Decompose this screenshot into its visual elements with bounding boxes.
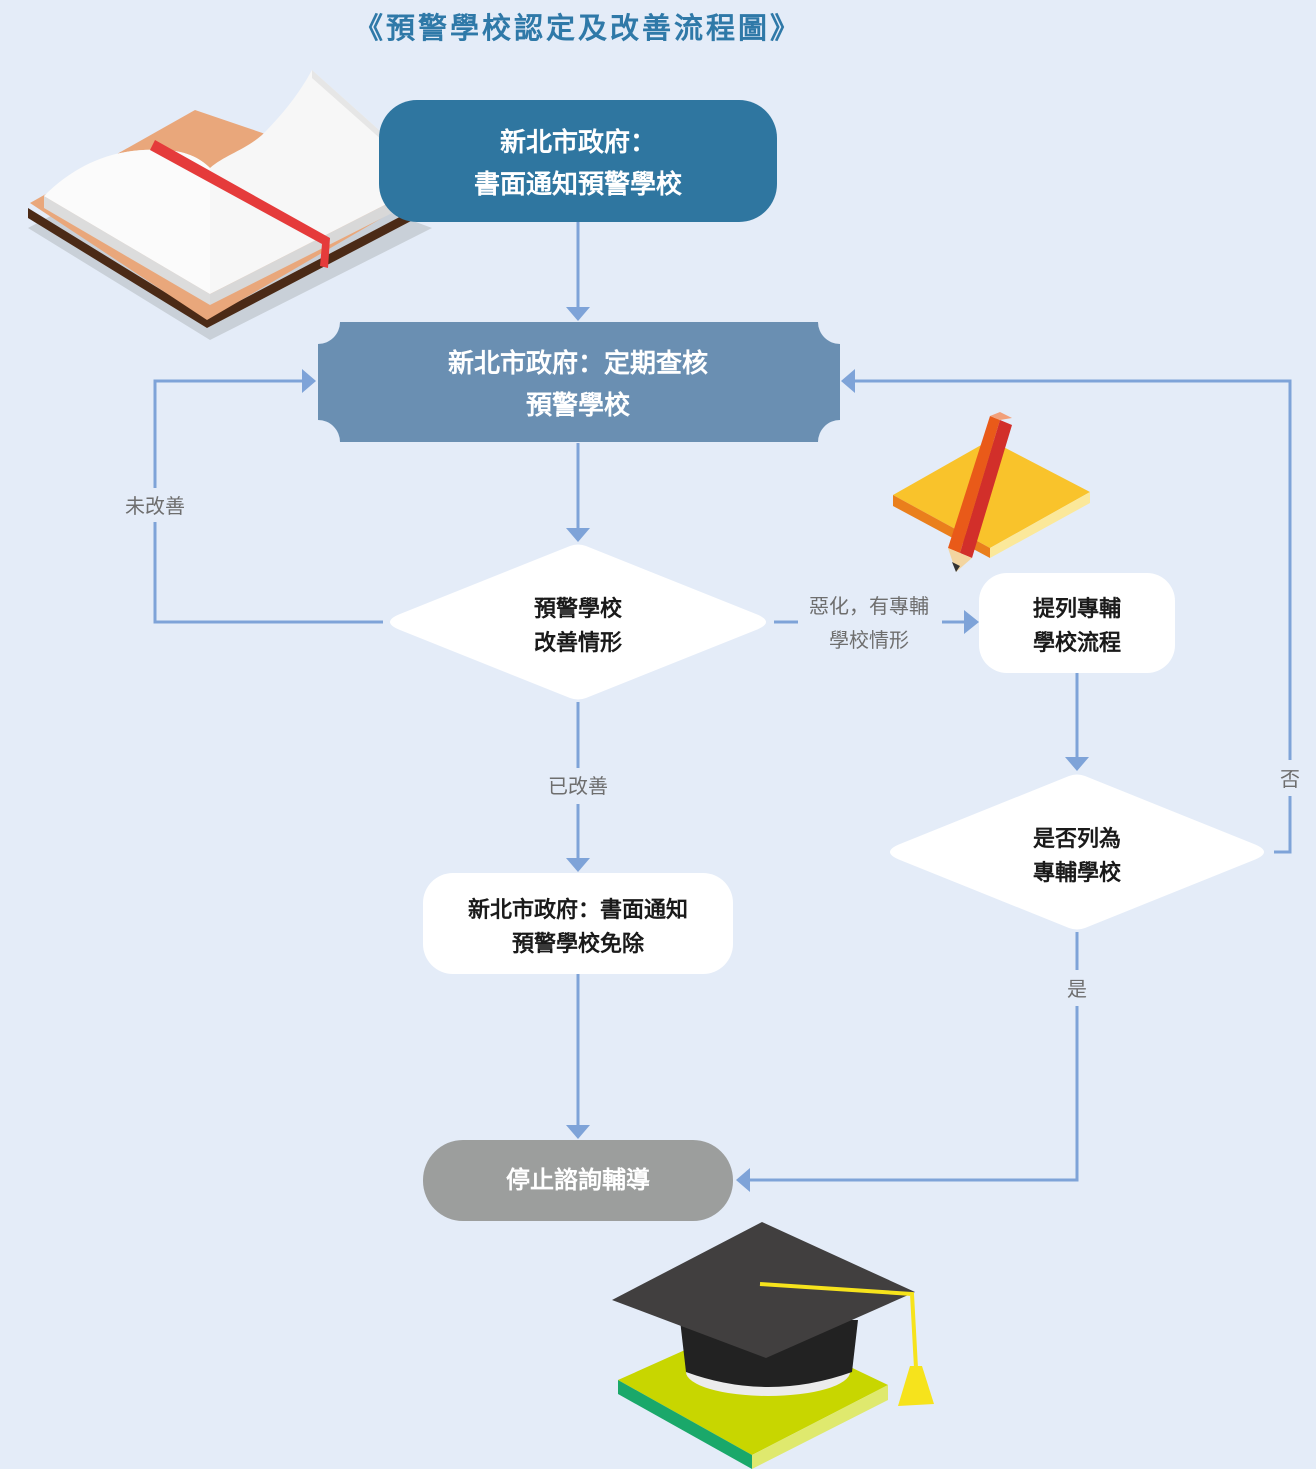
diagram-title: 《預警學校認定及改善流程圖》 xyxy=(354,11,802,45)
open-book-icon xyxy=(28,70,432,340)
node-notify-line1: 新北市政府： xyxy=(500,127,656,158)
arrowhead xyxy=(1065,757,1089,771)
node-exempt-notice: 新北市政府：書面通知 預警學校免除 xyxy=(423,873,733,974)
label-worsened-line1: 惡化，有專輔 xyxy=(809,594,929,618)
arrowhead xyxy=(841,369,855,393)
arrowhead xyxy=(964,610,979,634)
label-no: 否 xyxy=(1280,767,1300,791)
node-improvement-decision: 預警學校 改善情形 xyxy=(390,544,766,700)
node-special-process: 提列專輔 學校流程 xyxy=(979,573,1175,673)
node-is-special-school: 是否列為 專輔學校 xyxy=(890,774,1264,930)
label-yes: 是 xyxy=(1067,977,1087,1001)
node-periodic-review: 新北市政府：定期查核 預警學校 xyxy=(318,322,840,442)
arrowhead xyxy=(736,1168,750,1192)
node-stop-label: 停止諮詢輔導 xyxy=(506,1166,650,1194)
arrowhead xyxy=(566,858,590,872)
node-decision-line2: 改善情形 xyxy=(534,630,622,656)
edge-labels: 未改善 惡化，有專輔 學校情形 已改善 否 是 xyxy=(118,488,1304,1006)
node-notify-line2: 書面通知預警學校 xyxy=(474,169,683,200)
label-not-improved: 未改善 xyxy=(125,494,185,518)
node-stop-counseling: 停止諮詢輔導 xyxy=(423,1140,733,1221)
node-review-line2: 預警學校 xyxy=(526,390,631,421)
arrowhead xyxy=(566,528,590,542)
notepad-pencil-icon xyxy=(893,412,1090,572)
edge-yes xyxy=(747,932,1079,1182)
arrowhead xyxy=(566,307,590,321)
label-improved: 已改善 xyxy=(548,774,608,798)
node-special-line2: 學校流程 xyxy=(1033,630,1121,656)
node-is-special-line2: 專輔學校 xyxy=(1033,860,1122,886)
node-review-line1: 新北市政府：定期查核 xyxy=(448,348,708,379)
edge-no-loop xyxy=(852,379,1292,854)
arrowhead xyxy=(566,1125,590,1139)
node-is-special-line1: 是否列為 xyxy=(1033,826,1121,852)
label-worsened-line2: 學校情形 xyxy=(829,628,909,652)
arrowhead xyxy=(302,369,316,393)
node-exempt-line2: 預警學校免除 xyxy=(512,931,645,957)
graduation-cap-icon xyxy=(612,1222,934,1469)
node-decision-line1: 預警學校 xyxy=(534,596,623,622)
node-special-line1: 提列專輔 xyxy=(1033,596,1121,622)
node-notify-school: 新北市政府： 書面通知預警學校 xyxy=(379,100,777,222)
node-exempt-line1: 新北市政府：書面通知 xyxy=(468,897,688,923)
